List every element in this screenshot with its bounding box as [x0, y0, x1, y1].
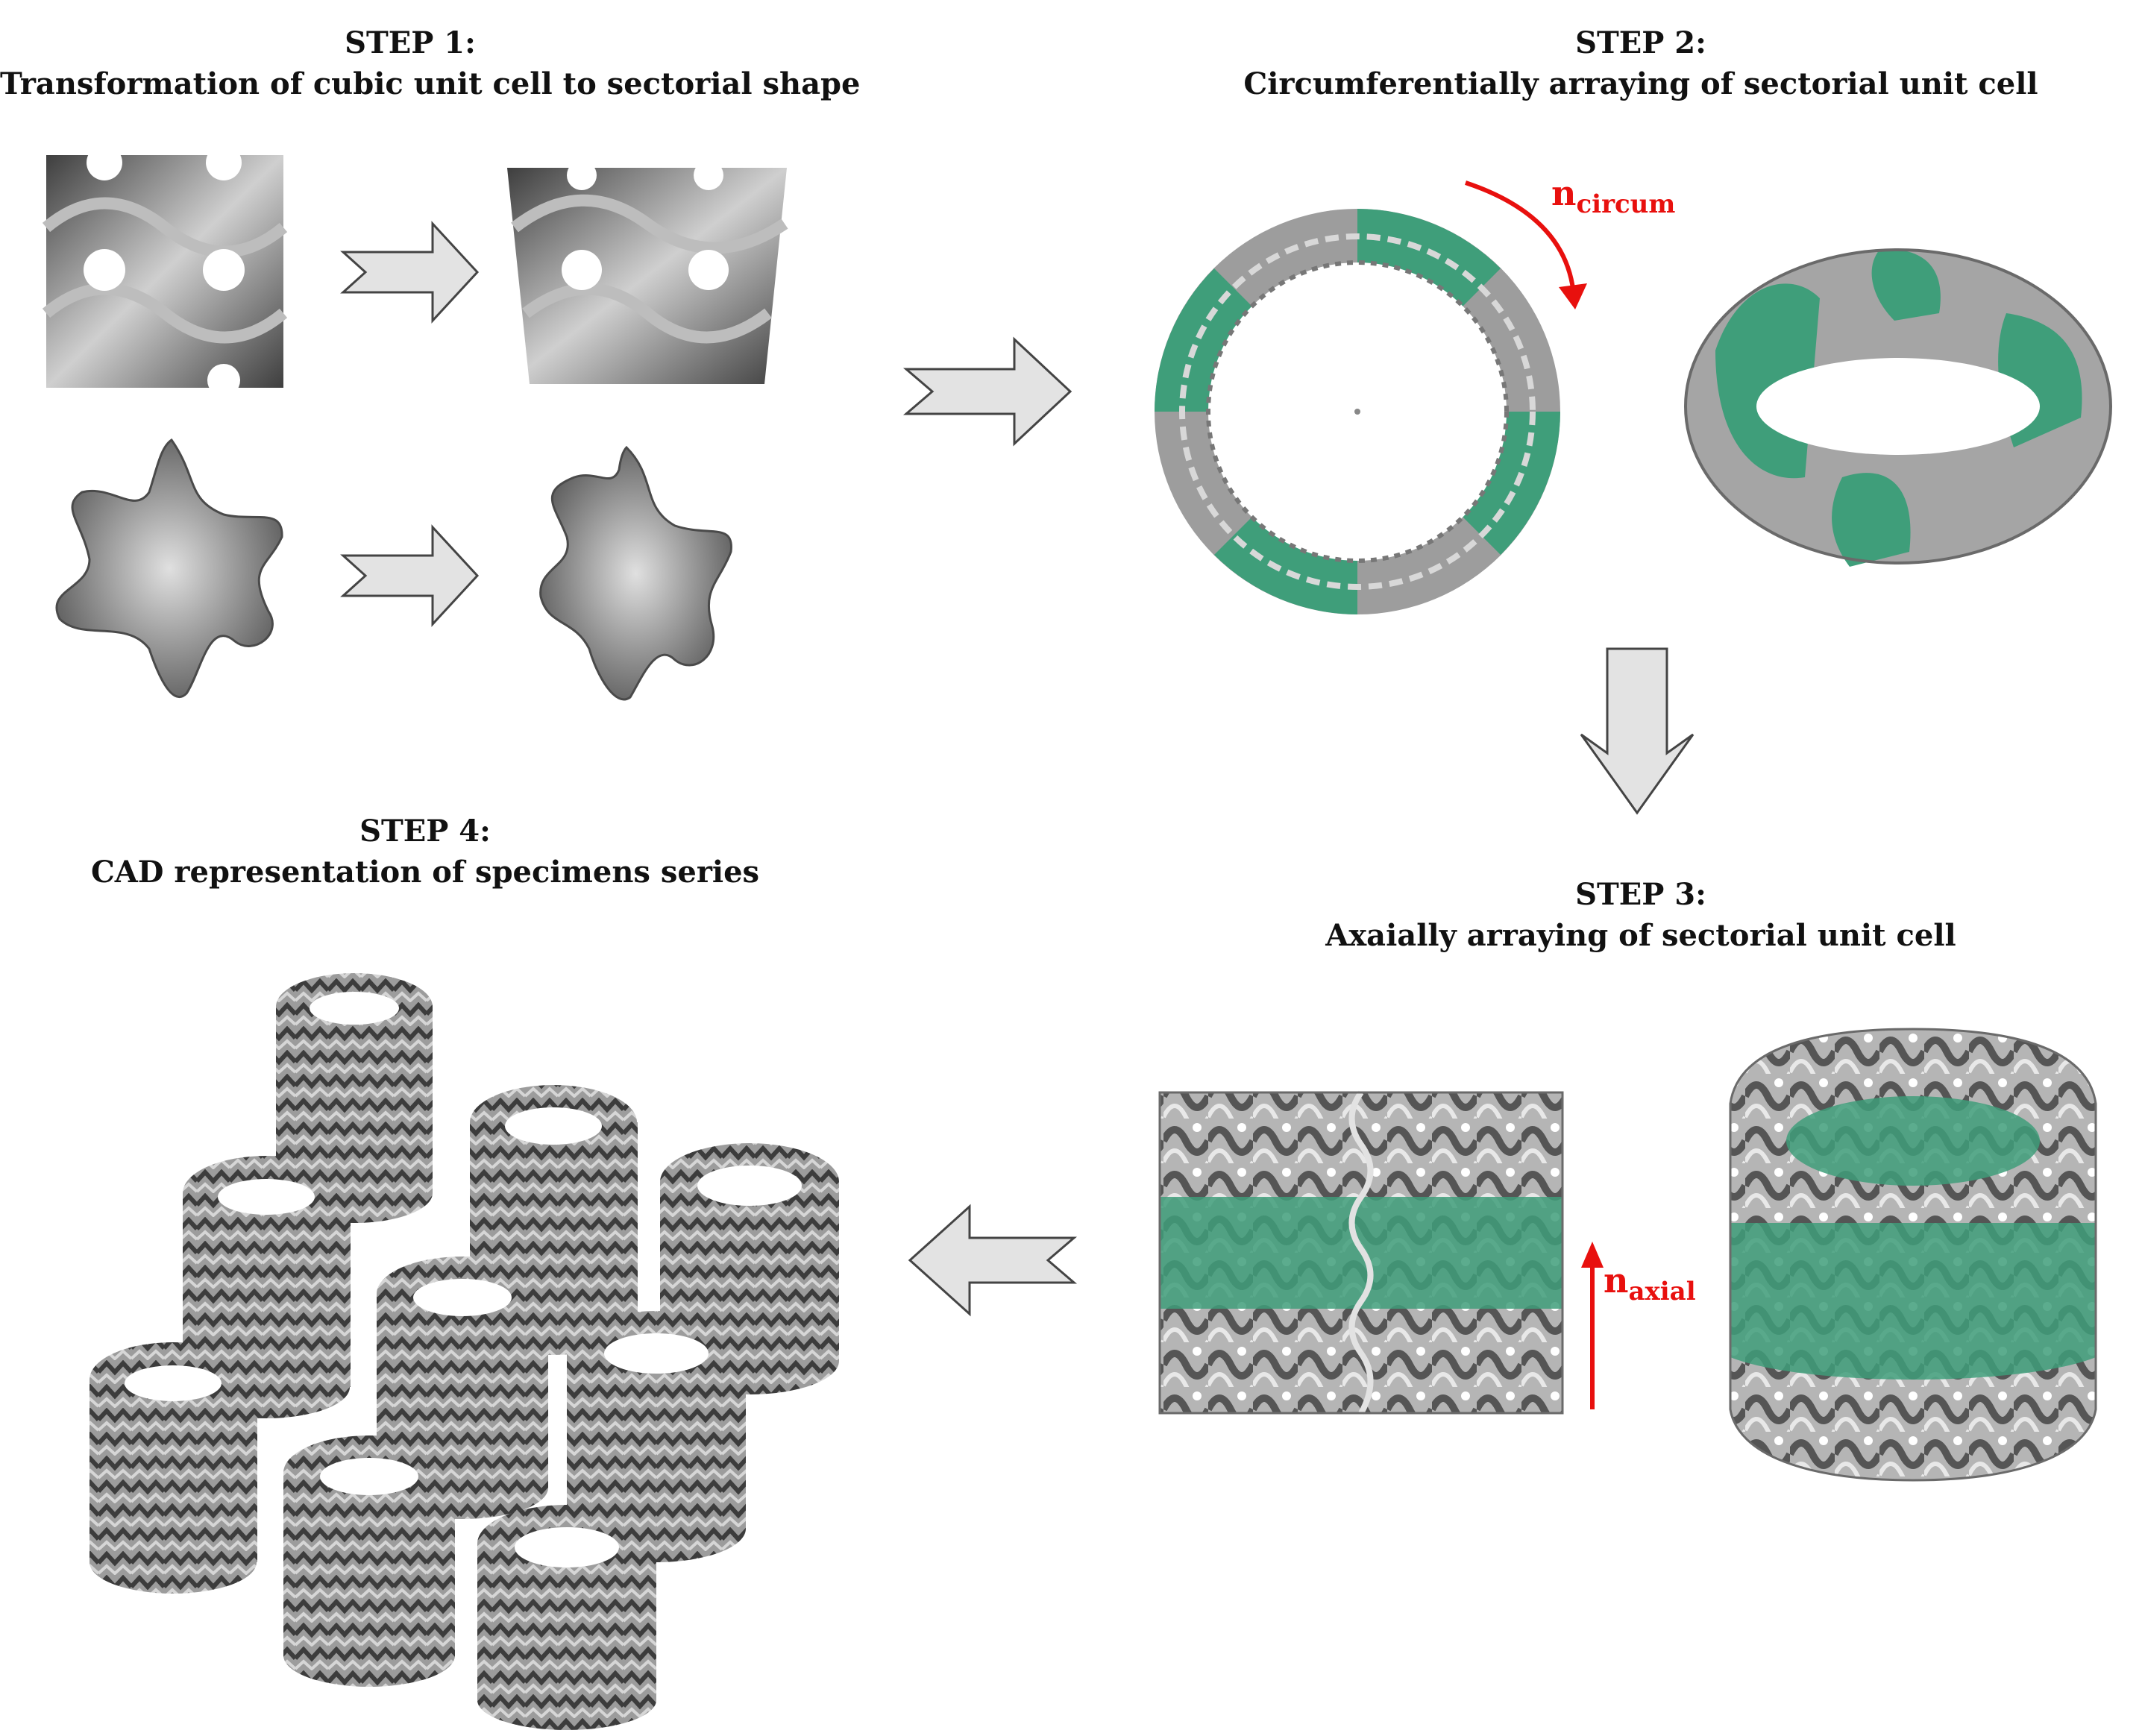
step1-subtitle: Transformation of cubic unit cell to sec… [0, 66, 861, 101]
step1-gyroid-cubic [55, 438, 283, 698]
specimen-4 [183, 1156, 351, 1418]
circum-direction-arrow [1465, 180, 1587, 309]
axial-direction-arrow [1581, 1242, 1604, 1409]
arrow-step2-to-step3 [1580, 647, 1695, 815]
label-n-axial: naxial [1604, 1260, 1696, 1306]
step2-ring-top-view [1155, 209, 1560, 614]
step3-axial-3d-view [1729, 1028, 2097, 1482]
step3-axial-side-view [1158, 1090, 1564, 1415]
specimen-9 [477, 1505, 656, 1730]
step3-subtitle: Axaially arraying of sectorial unit cell [1325, 918, 1956, 953]
step2-ring-3d-view [1684, 248, 2112, 567]
label-n-axial-sub: axial [1628, 1277, 1696, 1306]
arrow-step1-top [340, 221, 480, 324]
label-n-axial-base: n [1604, 1260, 1629, 1301]
step1-heading: STEP 1: [345, 25, 476, 60]
step4-specimens [89, 973, 839, 1730]
specimen-8 [283, 1435, 455, 1687]
step3-heading: STEP 3: [1575, 877, 1706, 912]
specimen-6 [567, 1311, 746, 1562]
specimen-7 [89, 1342, 257, 1594]
arrow-step1-bottom [340, 524, 480, 627]
step4-subtitle: CAD representation of specimens series [90, 855, 760, 890]
step3-title: STEP 3: Axaially arraying of sectorial u… [1193, 874, 2088, 956]
step4-heading: STEP 4: [359, 814, 491, 849]
step1-gyroid-sectorial [539, 445, 732, 701]
step2-title: STEP 2: Circumferentially arraying of se… [1193, 22, 2088, 104]
arrow-step3-to-step4 [908, 1204, 1078, 1317]
step2-subtitle: Circumferentially arraying of sectorial … [1243, 66, 2038, 101]
arrow-step1-to-step2 [902, 336, 1072, 447]
label-n-circum-sub: circum [1576, 189, 1676, 219]
step2-heading: STEP 2: [1575, 25, 1706, 60]
label-n-circum: ncircum [1551, 173, 1675, 219]
step1-title: STEP 1: Transformation of cubic unit cel… [0, 22, 861, 104]
step1-cubic-cell [42, 145, 288, 397]
label-n-circum-base: n [1551, 173, 1577, 213]
step1-sectorial-cell [507, 160, 788, 384]
step4-title: STEP 4: CAD representation of specimens … [0, 811, 850, 893]
